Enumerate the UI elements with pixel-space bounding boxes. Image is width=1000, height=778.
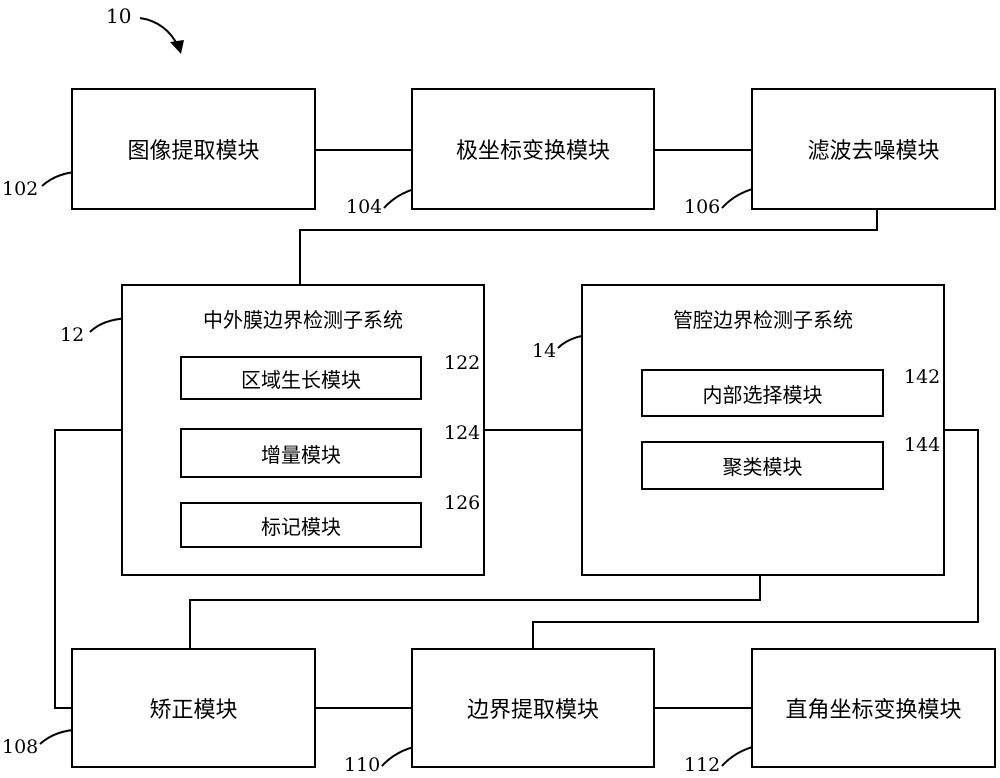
wire-106-12 <box>299 210 878 284</box>
wire-14-108 <box>189 576 761 648</box>
wire-12-108 <box>54 429 121 709</box>
clustering-label: 聚类模块 <box>722 455 803 479</box>
clustering-module: 聚类模块 <box>641 441 884 490</box>
ref-108: 108 <box>2 736 39 758</box>
figure-arrow-head <box>170 40 184 54</box>
ref-106: 106 <box>684 196 721 218</box>
correction-module: 矫正模块 <box>71 648 316 768</box>
marking-module: 标记模块 <box>180 502 422 548</box>
ref-126: 126 <box>444 492 481 514</box>
ref-110: 110 <box>344 754 381 776</box>
increment-module: 增量模块 <box>180 428 422 478</box>
media-adventitia-title: 中外膜边界检测子系统 <box>203 308 403 332</box>
ref-104: 104 <box>346 196 383 218</box>
polar-transform-module: 极坐标变换模块 <box>411 88 655 210</box>
boundary-extraction-module: 边界提取模块 <box>411 648 655 768</box>
figure-number: 10 <box>106 4 132 28</box>
cartesian-transform-label: 直角坐标变换模块 <box>785 698 962 723</box>
polar-transform-label: 极坐标变换模块 <box>455 139 610 164</box>
increment-label: 增量模块 <box>261 442 341 467</box>
lumen-title: 管腔边界检测子系统 <box>673 308 853 332</box>
ref-12: 12 <box>60 324 85 346</box>
region-growing-module: 区域生长模块 <box>180 356 422 400</box>
region-growing-label: 区域生长模块 <box>241 367 361 392</box>
image-extraction-module: 图像提取模块 <box>71 88 316 210</box>
image-extraction-label: 图像提取模块 <box>127 139 260 164</box>
ref-102: 102 <box>2 178 39 200</box>
ref-14: 14 <box>532 340 557 362</box>
wire-14-110 <box>532 429 979 648</box>
marking-label: 标记模块 <box>261 514 341 539</box>
correction-label: 矫正模块 <box>149 698 238 723</box>
lumen-subsystem: 管腔边界检测子系统 <box>581 284 945 576</box>
ref-142: 142 <box>904 366 941 388</box>
boundary-extraction-label: 边界提取模块 <box>466 698 599 723</box>
filter-denoise-label: 滤波去噪模块 <box>807 139 940 164</box>
ref-112: 112 <box>684 754 721 776</box>
filter-denoise-module: 滤波去噪模块 <box>751 88 996 210</box>
cartesian-transform-module: 直角坐标变换模块 <box>751 648 996 768</box>
ref-144: 144 <box>904 434 941 456</box>
internal-selection-label: 内部选择模块 <box>702 382 823 407</box>
ref-124: 124 <box>444 422 481 444</box>
ref-122: 122 <box>444 352 481 374</box>
internal-selection-module: 内部选择模块 <box>641 369 884 417</box>
